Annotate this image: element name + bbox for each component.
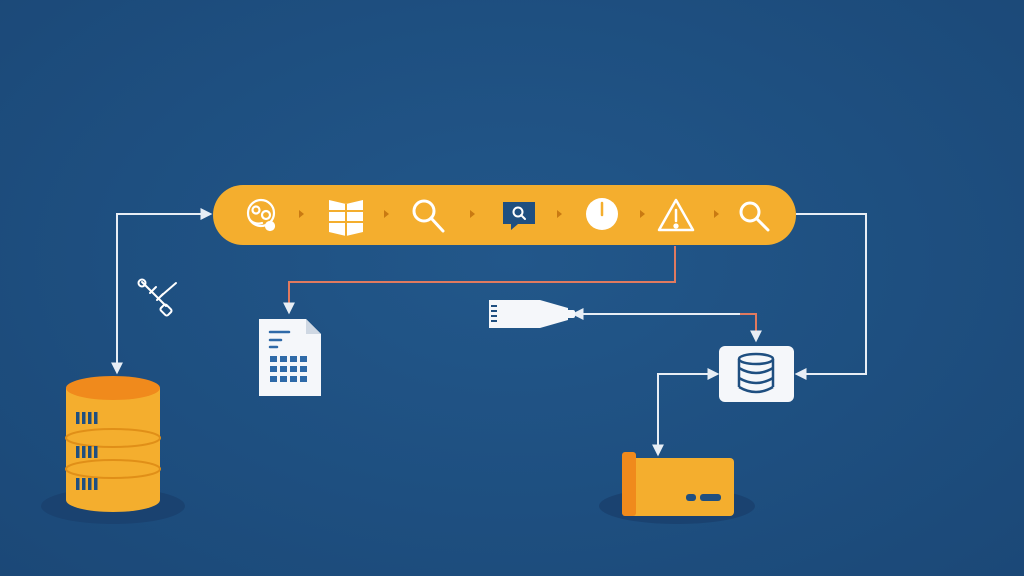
hard-drive-icon [599,452,755,524]
data-blob-icon [246,198,276,232]
connector-cable-to-server [571,308,757,340]
usb-connector-icon [489,300,575,328]
search-chat-icon [503,202,535,230]
search-icon [739,201,770,232]
chevron-right-icon [557,210,562,218]
chevron-right-icon [714,210,719,218]
pipeline-bar [213,185,796,245]
connector-warning-to-document [283,246,676,315]
syringe-icon [137,278,177,317]
stage-chevrons [299,210,719,218]
connector-pipeline-to-server [794,213,867,380]
connector-db-to-pipeline [111,208,213,375]
chevron-right-icon [299,210,304,218]
database-cylinder-icon [41,376,185,524]
clock-icon [586,198,618,230]
map-table-icon [329,200,363,236]
chevron-right-icon [640,210,645,218]
spreadsheet-document-icon [259,319,321,396]
connector-cable-red-tail [740,313,762,343]
search-icon [412,199,445,233]
chevron-right-icon [470,210,475,218]
chevron-right-icon [384,210,389,218]
warning-icon [657,198,695,232]
connector-lines [111,208,867,457]
connector-server-to-drive [652,368,720,457]
database-stack-icon [719,346,794,402]
